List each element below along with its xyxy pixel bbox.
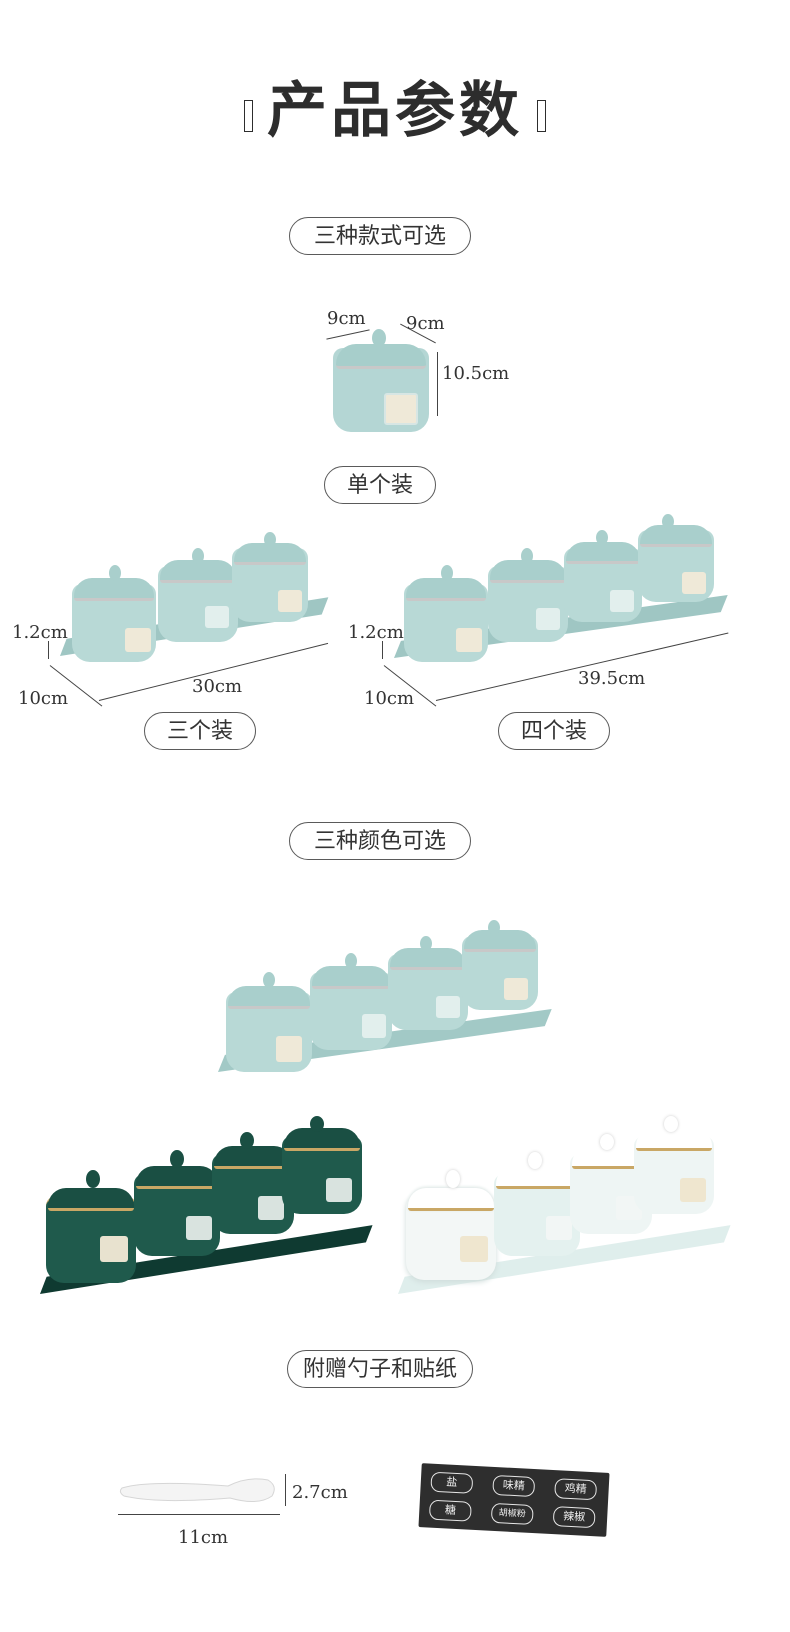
- sticker-label: 糖: [428, 1499, 472, 1522]
- dim-line: [48, 641, 49, 659]
- title-text: 产品参数: [267, 76, 523, 146]
- sticker-label: 盐: [430, 1471, 474, 1494]
- jar-lid: [464, 930, 536, 952]
- jar-lid: [74, 578, 154, 601]
- jar-window: [258, 1196, 284, 1220]
- three-tray-depth-label: 10cm: [18, 688, 69, 709]
- jar-lid: [390, 948, 466, 970]
- page-title: 产品参数: [0, 62, 790, 149]
- jar-lid: [490, 560, 566, 583]
- jar-window: [682, 572, 706, 594]
- jar-window: [546, 1216, 572, 1240]
- jar-knob: [488, 920, 500, 935]
- sticker-sheet: 盐 味精 鸡精 糖 胡椒粉 辣椒: [418, 1463, 610, 1537]
- jar-knob: [345, 953, 357, 969]
- jar-lid: [312, 966, 390, 989]
- jar-window: [100, 1236, 128, 1262]
- jar-window: [680, 1178, 706, 1202]
- three-tray-height-label: 1.2cm: [12, 622, 68, 643]
- jar-window: [278, 590, 302, 612]
- sticker-label: 胡椒粉: [490, 1502, 534, 1526]
- spoon-height-label: 2.7cm: [292, 1482, 348, 1503]
- gifts-section-label: 附赠勺子和贴纸: [287, 1350, 473, 1388]
- jar-window: [205, 606, 229, 628]
- jar-lid: [214, 1146, 292, 1169]
- jar-knob: [170, 1150, 184, 1168]
- jar-lid: [336, 344, 426, 369]
- spoon-length-label: 11cm: [178, 1527, 229, 1548]
- colors-section-label: 三种颜色可选: [289, 822, 471, 860]
- jar-window: [276, 1036, 302, 1062]
- three-tray-length-label: 30cm: [192, 676, 243, 697]
- jar-knob: [521, 548, 533, 564]
- jar-knob: [372, 329, 386, 347]
- jar-lid: [228, 986, 310, 1009]
- jar-knob: [596, 530, 608, 545]
- jar-lid: [408, 1188, 494, 1211]
- jar-knob: [86, 1170, 100, 1188]
- jar-lid: [160, 560, 236, 583]
- dim-line: [382, 641, 383, 659]
- styles-section-label: 三种款式可选: [289, 217, 471, 255]
- jar-lid: [284, 1128, 360, 1151]
- single-depth-label: 9cm: [327, 308, 366, 329]
- jar-window: [186, 1216, 212, 1240]
- dim-line: [118, 1514, 280, 1515]
- spoon-icon: [119, 1478, 275, 1502]
- four-tray-depth-label: 10cm: [364, 688, 415, 709]
- jar-knob: [240, 1132, 254, 1149]
- jar-knob: [263, 972, 275, 988]
- jar-knob: [192, 548, 204, 564]
- jar-window: [536, 608, 560, 630]
- jar-window: [436, 996, 460, 1018]
- dim-line: [437, 352, 438, 416]
- title-bracket-left: [244, 99, 253, 132]
- jar-knob: [664, 1116, 678, 1132]
- jar-window: [504, 978, 528, 1000]
- sticker-label: 辣椒: [552, 1506, 596, 1529]
- jar-window: [460, 1236, 488, 1262]
- jar-lid: [496, 1166, 578, 1189]
- jar-lid: [640, 525, 712, 547]
- jar-lid: [572, 1146, 650, 1169]
- jar-lid: [234, 543, 306, 565]
- dim-line: [285, 1474, 286, 1506]
- dim-line: [326, 329, 370, 340]
- four-label: 四个装: [498, 712, 610, 750]
- three-label: 三个装: [144, 712, 256, 750]
- four-tray-height-label: 1.2cm: [348, 622, 404, 643]
- jar-window: [456, 628, 482, 652]
- four-tray-length-label: 39.5cm: [578, 668, 646, 689]
- jar-knob: [528, 1152, 542, 1169]
- jar-knob: [446, 1170, 460, 1188]
- single-width-label: 9cm: [406, 313, 445, 334]
- jar-knob: [109, 565, 121, 581]
- jar-knob: [441, 565, 453, 581]
- jar-lid: [636, 1128, 712, 1151]
- title-bracket-right: [537, 99, 546, 132]
- jar-window: [362, 1014, 386, 1038]
- sticker-label: 味精: [492, 1474, 536, 1498]
- jar-lid: [406, 578, 486, 601]
- jar-window: [326, 1178, 352, 1202]
- jar-window: [384, 393, 418, 425]
- jar-knob: [420, 936, 432, 951]
- jar-lid: [566, 542, 640, 564]
- single-height-label: 10.5cm: [442, 363, 510, 384]
- jar-lid: [48, 1188, 134, 1211]
- jar-knob: [600, 1134, 614, 1150]
- jar-window: [610, 590, 634, 612]
- jar-knob: [662, 514, 674, 529]
- single-label: 单个装: [324, 466, 436, 504]
- jar-knob: [310, 1116, 324, 1132]
- jar-window: [125, 628, 151, 652]
- jar-knob: [264, 532, 276, 547]
- jar-lid: [136, 1166, 218, 1189]
- sticker-label: 鸡精: [554, 1478, 598, 1501]
